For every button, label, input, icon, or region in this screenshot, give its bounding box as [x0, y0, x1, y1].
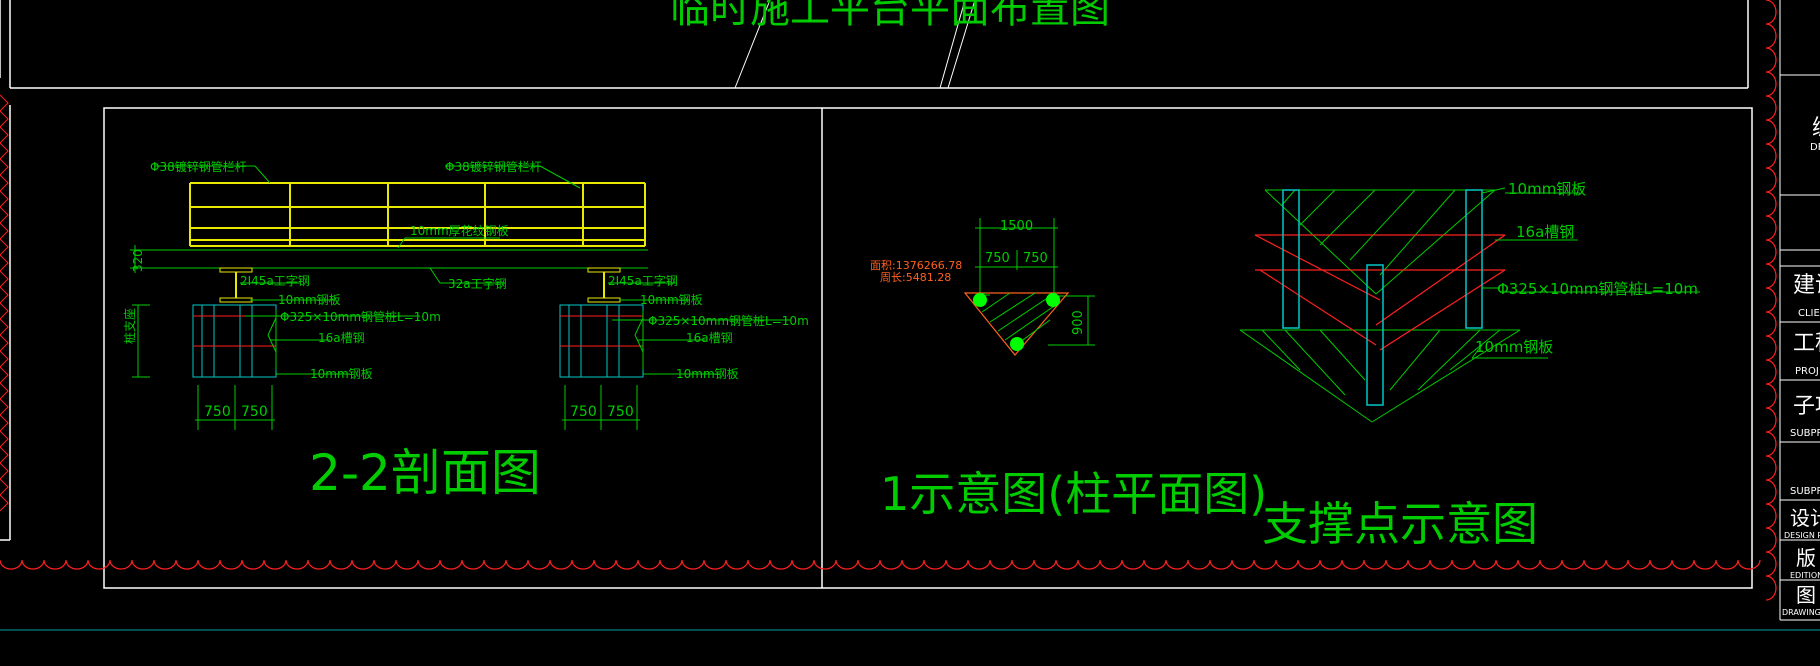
channel-right-label: 16a槽钢 — [686, 331, 733, 345]
beam-left-label: 2I45a工字钢 — [240, 273, 310, 288]
rail-label-right: Φ38镀锌钢管栏杆 — [445, 159, 542, 174]
left-edge-frame — [0, 94, 11, 541]
dim-left-2: 750 — [241, 404, 268, 420]
channel-left-label: 16a槽钢 — [318, 331, 365, 345]
area-readout: 面积:1376266.78 — [870, 259, 962, 272]
plate-bot-left-label: 10mm钢板 — [310, 367, 373, 381]
diagram-1-title: 1示意图(柱平面图) — [880, 467, 1267, 521]
tb-row2-en: PROJ — [1795, 366, 1819, 377]
dim-900: 900 — [1071, 310, 1086, 335]
title-block[interactable]: 编 DF 建设 CLIE 工程 PROJ 子项 SUBPR SUBPR 设计 D… — [1779, 0, 1820, 621]
revision-cloud-right — [1765, 0, 1777, 601]
rail-label-left: Φ38镀锌钢管栏杆 — [150, 159, 247, 174]
tb-row1-cn: 建设 — [1793, 273, 1820, 298]
support-plate-bot-label: 10mm钢板 — [1475, 338, 1553, 356]
tb-row6-cn: 版 — [1796, 546, 1816, 570]
tb-row7-en: DRAWING — [1782, 608, 1820, 617]
tb-row4-en: SUBPR — [1790, 486, 1820, 497]
plate-top-right-label: 10mm钢板 — [640, 293, 703, 307]
tb-row7-cn: 图 — [1796, 583, 1816, 607]
top-plan-frame: 临时施工平台平面布置图 — [0, 0, 1749, 89]
diagram-1-column-plan[interactable]: 1500 750 750 900 面积:1376266.78 周长:5481.2… — [870, 218, 1267, 521]
beam-right-label: 2I45a工字钢 — [608, 273, 678, 288]
plate-label: 10mm厚花纹钢板 — [410, 223, 509, 238]
support-title: 支撑点示意图 — [1262, 497, 1538, 551]
tb-row5-en: DESIGN P — [1784, 531, 1820, 540]
vertical-pile-label: 桩支座 — [122, 308, 137, 344]
perimeter-readout: 周长:5481.28 — [880, 271, 951, 284]
plate-bot-right-label: 10mm钢板 — [676, 367, 739, 381]
tb-row2-cn: 工程 — [1793, 331, 1820, 356]
support-plate-top-label: 10mm钢板 — [1508, 180, 1586, 198]
pile-left-label: Φ325×10mm钢管桩L=10m — [280, 309, 441, 324]
tb-row5-cn: 设计 — [1790, 506, 1820, 530]
pile-right-label: Φ325×10mm钢管桩L=10m — [648, 313, 809, 328]
dim-750-b: 750 — [1023, 251, 1048, 266]
drawing-frames — [103, 107, 1753, 589]
dim-right-1: 750 — [570, 404, 597, 420]
top-plan-title: 临时施工平台平面布置图 — [670, 0, 1110, 32]
railing — [189, 182, 646, 247]
plate-top-left-label: 10mm钢板 — [278, 293, 341, 307]
support-point-diagram[interactable]: 10mm钢板 16a槽钢 Φ325×10mm钢管桩L=10m 10mm钢板 支撑… — [1239, 180, 1700, 551]
dim-750-a: 750 — [985, 251, 1010, 266]
tb-row6-en: EDITION — [1790, 571, 1820, 580]
tb-row3-cn: 子项 — [1793, 394, 1820, 419]
tb-row3-en: SUBPR — [1790, 428, 1820, 439]
tb-top-en: DF — [1810, 142, 1820, 153]
support-channel-label: 16a槽钢 — [1516, 223, 1574, 241]
tb-row1-en: CLIE — [1798, 308, 1820, 319]
dim-1500: 1500 — [1000, 219, 1033, 234]
revision-cloud-bottom — [0, 559, 1761, 570]
support-pile-label: Φ325×10mm钢管桩L=10m — [1497, 280, 1698, 298]
height-dim: 320 — [131, 249, 145, 272]
section-2-2-drawing[interactable]: Φ38镀锌钢管栏杆 Φ38镀锌钢管栏杆 10mm厚花纹钢板 320 32a工字钢… — [122, 159, 809, 502]
section-2-2-title: 2-2剖面图 — [309, 444, 541, 502]
tb-top-cn: 编 — [1812, 116, 1820, 141]
dim-right-2: 750 — [607, 404, 634, 420]
beam-main-label: 32a工字钢 — [448, 276, 507, 291]
dim-left-1: 750 — [204, 404, 231, 420]
